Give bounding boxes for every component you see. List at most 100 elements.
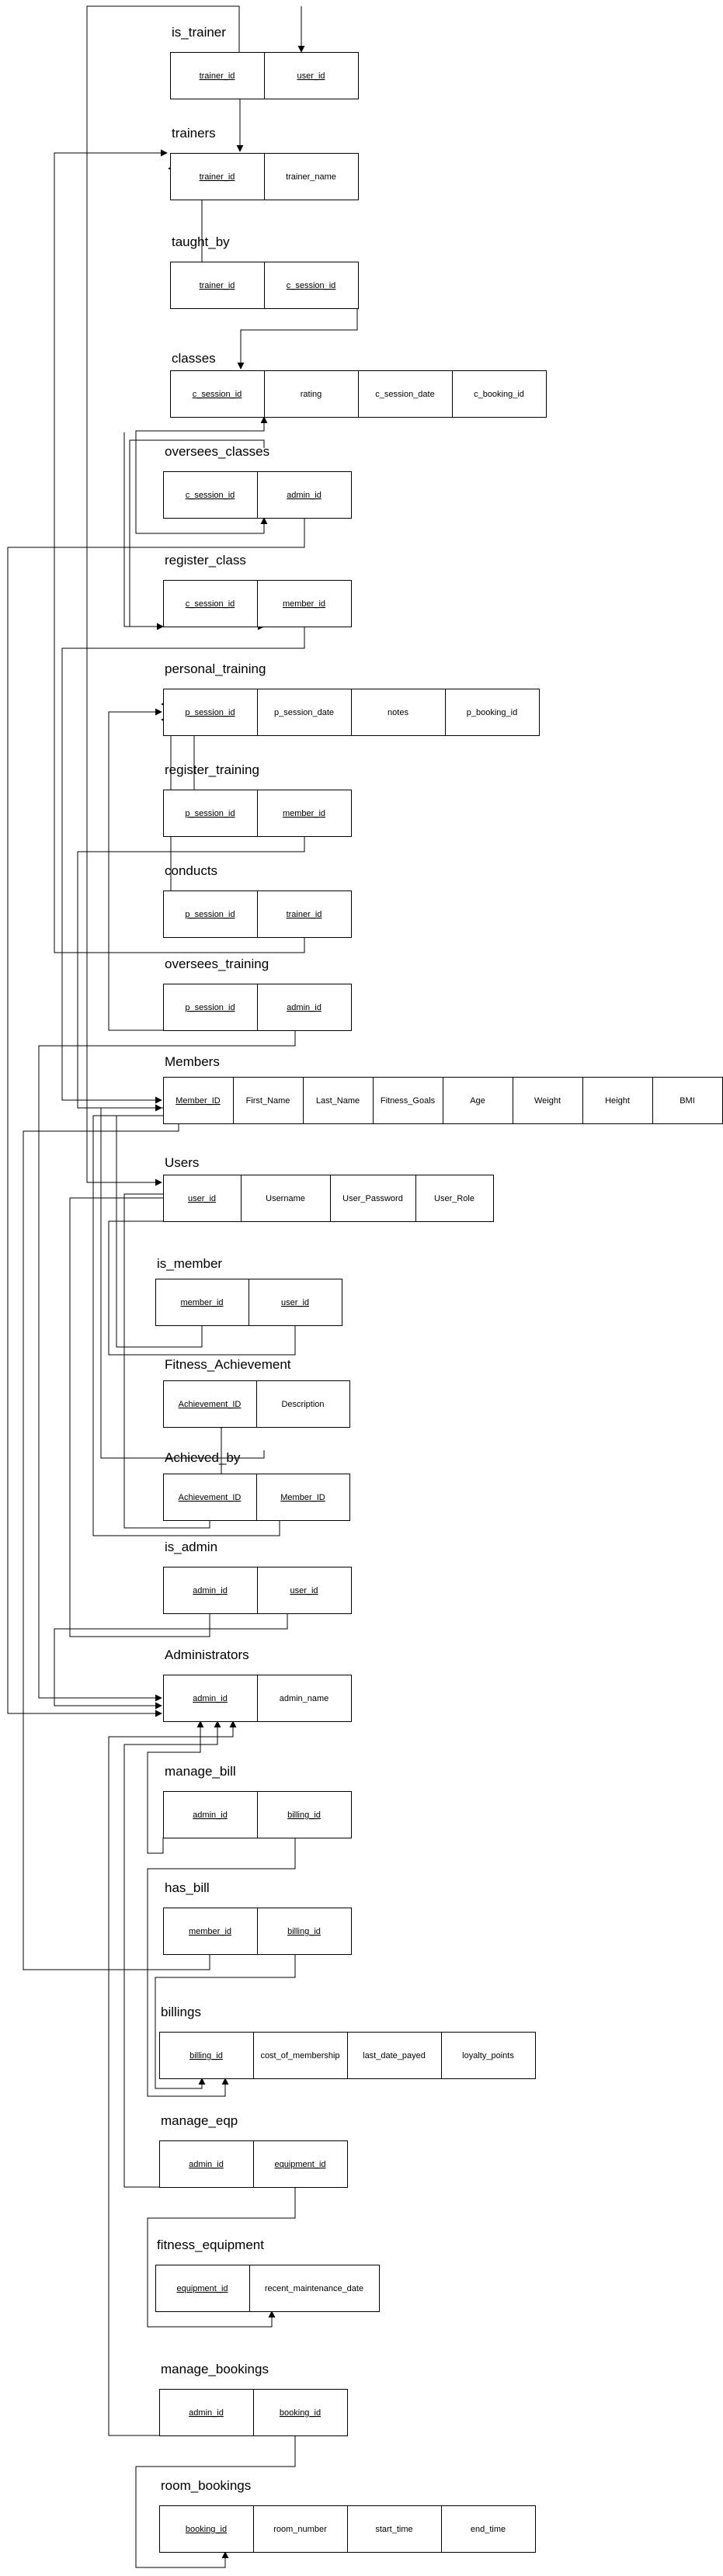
table-title: is_admin (165, 1540, 217, 1554)
column-label: Height (605, 1096, 630, 1106)
key-column-label: c_session_id (287, 281, 336, 290)
table-title: manage_bill (165, 1764, 236, 1779)
column-cell (445, 689, 540, 736)
key-column-label: Member_ID (176, 1096, 221, 1106)
table-title: room_bookings (161, 2478, 251, 2493)
key-column-label: admin_id (193, 1694, 228, 1703)
relationship-connector (237, 308, 358, 370)
column-label: Last_Name (316, 1096, 360, 1106)
column-label: Description (281, 1400, 324, 1409)
column-cell (163, 471, 258, 519)
key-column-label: equipment_id (176, 2284, 228, 2293)
table-title: Administrators (165, 1647, 249, 1662)
table-title: personal_training (165, 661, 266, 676)
key-column-label: member_id (180, 1298, 223, 1307)
column-cell (257, 580, 352, 627)
key-column-label: user_id (281, 1298, 309, 1307)
key-column-label: member_id (283, 599, 325, 609)
key-column-label: admin_id (189, 2160, 224, 2169)
column-cell (253, 2140, 348, 2188)
column-cell (163, 1567, 258, 1614)
column-label: room_number (273, 2525, 327, 2534)
column-label: User_Password (342, 1194, 403, 1203)
key-column-label: p_session_id (185, 910, 235, 919)
relationship-connector (108, 1720, 237, 2436)
column-cell (373, 1077, 443, 1124)
column-cell (257, 1791, 352, 1838)
relationship-connector (108, 708, 210, 1031)
column-label: Fitness_Goals (381, 1096, 436, 1106)
column-cell (163, 790, 258, 837)
relationship-connector (147, 2187, 296, 2328)
table-title: has_bill (165, 1880, 210, 1895)
key-column-label: billing_id (189, 2051, 223, 2060)
column-label: c_session_date (375, 390, 434, 399)
column-label: First_Name (246, 1096, 290, 1106)
table-title: Achieved_by (165, 1450, 241, 1465)
column-cell (303, 1077, 374, 1124)
table-title: oversees_classes (165, 444, 269, 459)
column-cell (582, 1077, 653, 1124)
key-column-label: member_id (283, 809, 325, 818)
table-title: oversees_training (165, 956, 269, 971)
key-column-label: billing_id (287, 1810, 321, 1820)
column-cell (264, 370, 359, 418)
relationship-connector (129, 439, 265, 630)
table-title: manage_bookings (161, 2362, 269, 2376)
column-cell (163, 580, 258, 627)
column-cell (264, 153, 359, 200)
column-cell (257, 984, 352, 1031)
table-title: fitness_equipment (157, 2238, 264, 2252)
relationship-connector (7, 518, 305, 1717)
key-column-label: billing_id (287, 1927, 321, 1936)
table-title: classes (172, 351, 216, 366)
relationship-connector (23, 1099, 210, 1970)
relationship-connector (135, 2435, 296, 2568)
relationship-connector (61, 627, 305, 1104)
table-title: is_trainer (172, 25, 226, 40)
table-title: Users (165, 1155, 199, 1170)
key-column-label: trainer_id (287, 910, 322, 919)
column-cell (170, 262, 265, 309)
column-cell (264, 262, 359, 309)
column-cell (163, 1791, 258, 1838)
key-column-label: Member_ID (280, 1493, 325, 1502)
column-cell (351, 689, 446, 736)
column-label: cost_of_membership (260, 2051, 339, 2060)
key-column-label: user_id (188, 1194, 216, 1203)
column-label: BMI (680, 1096, 695, 1106)
key-column-label: user_id (297, 71, 325, 81)
key-column-label: admin_id (193, 1586, 228, 1595)
key-column-label: trainer_id (200, 71, 235, 81)
column-cell (513, 1077, 583, 1124)
column-cell (163, 689, 258, 736)
column-cell (441, 2032, 536, 2079)
column-cell (257, 890, 352, 938)
column-cell (155, 2265, 250, 2312)
key-column-label: admin_id (287, 491, 322, 500)
column-cell (163, 984, 258, 1031)
column-label: recent_maintenance_date (265, 2284, 363, 2293)
table-title: Fitness_Achievement (165, 1357, 291, 1372)
relationship-connector (155, 1954, 296, 2089)
key-column-label: p_session_id (185, 809, 235, 818)
key-column-label: admin_id (287, 1003, 322, 1012)
key-column-label: Achievement_ID (179, 1493, 242, 1502)
column-label: loyalty_points (462, 2051, 514, 2060)
column-cell (241, 1175, 331, 1222)
table-is-trainer: is_trainer trainer_id user_id (170, 25, 359, 99)
key-column-label: p_session_id (185, 1003, 235, 1012)
column-cell (256, 1474, 350, 1521)
column-cell (159, 2389, 254, 2436)
table-oversees-training: oversees_training p_session_id admin_id (163, 956, 352, 1031)
